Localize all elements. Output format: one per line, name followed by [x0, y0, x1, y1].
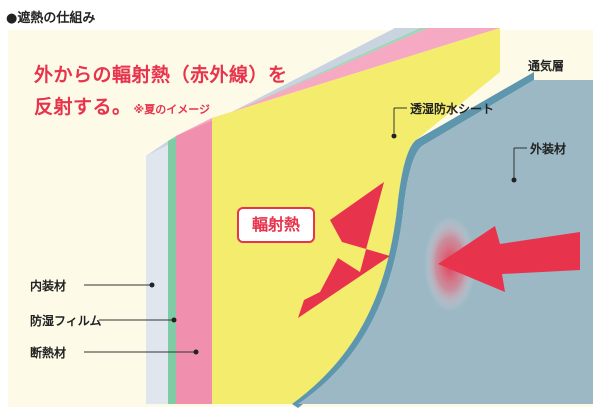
- interior-board-layer: [146, 141, 168, 404]
- dot-insulation: [193, 349, 199, 355]
- label-exterior: 外装材: [530, 142, 567, 156]
- label-insulation: 断熱材: [30, 346, 67, 360]
- incoming-heat-arrow: [438, 226, 580, 292]
- leader-lines: [84, 107, 527, 353]
- section-title: ●遮熱の仕組み: [6, 11, 96, 26]
- label-vapor-film: 防湿フィルム: [30, 314, 102, 328]
- headline-line-2-text: 反射する。: [34, 96, 132, 118]
- dot-vapor-film: [171, 317, 177, 323]
- label-breathable-sheet: 透湿防水シート: [410, 102, 495, 116]
- dot-breathable-sheet: [391, 133, 397, 139]
- headline-line-1: 外からの輻射熱（赤外線）を: [34, 64, 288, 86]
- headline-note: ※夏のイメージ: [133, 103, 210, 116]
- dot-interior: [149, 282, 155, 288]
- reflected-heat-arrow: [298, 182, 390, 318]
- label-interior: 内装材: [30, 279, 67, 293]
- vapor-film-layer: [168, 136, 176, 404]
- label-ventilation-layer: 通気層: [528, 59, 565, 73]
- dot-exterior: [511, 177, 517, 183]
- radiant-heat-badge: 輻射熱: [237, 207, 315, 243]
- headline-line-2: 反射する。※夏のイメージ: [34, 92, 210, 119]
- insulation-layer-front: [176, 118, 212, 404]
